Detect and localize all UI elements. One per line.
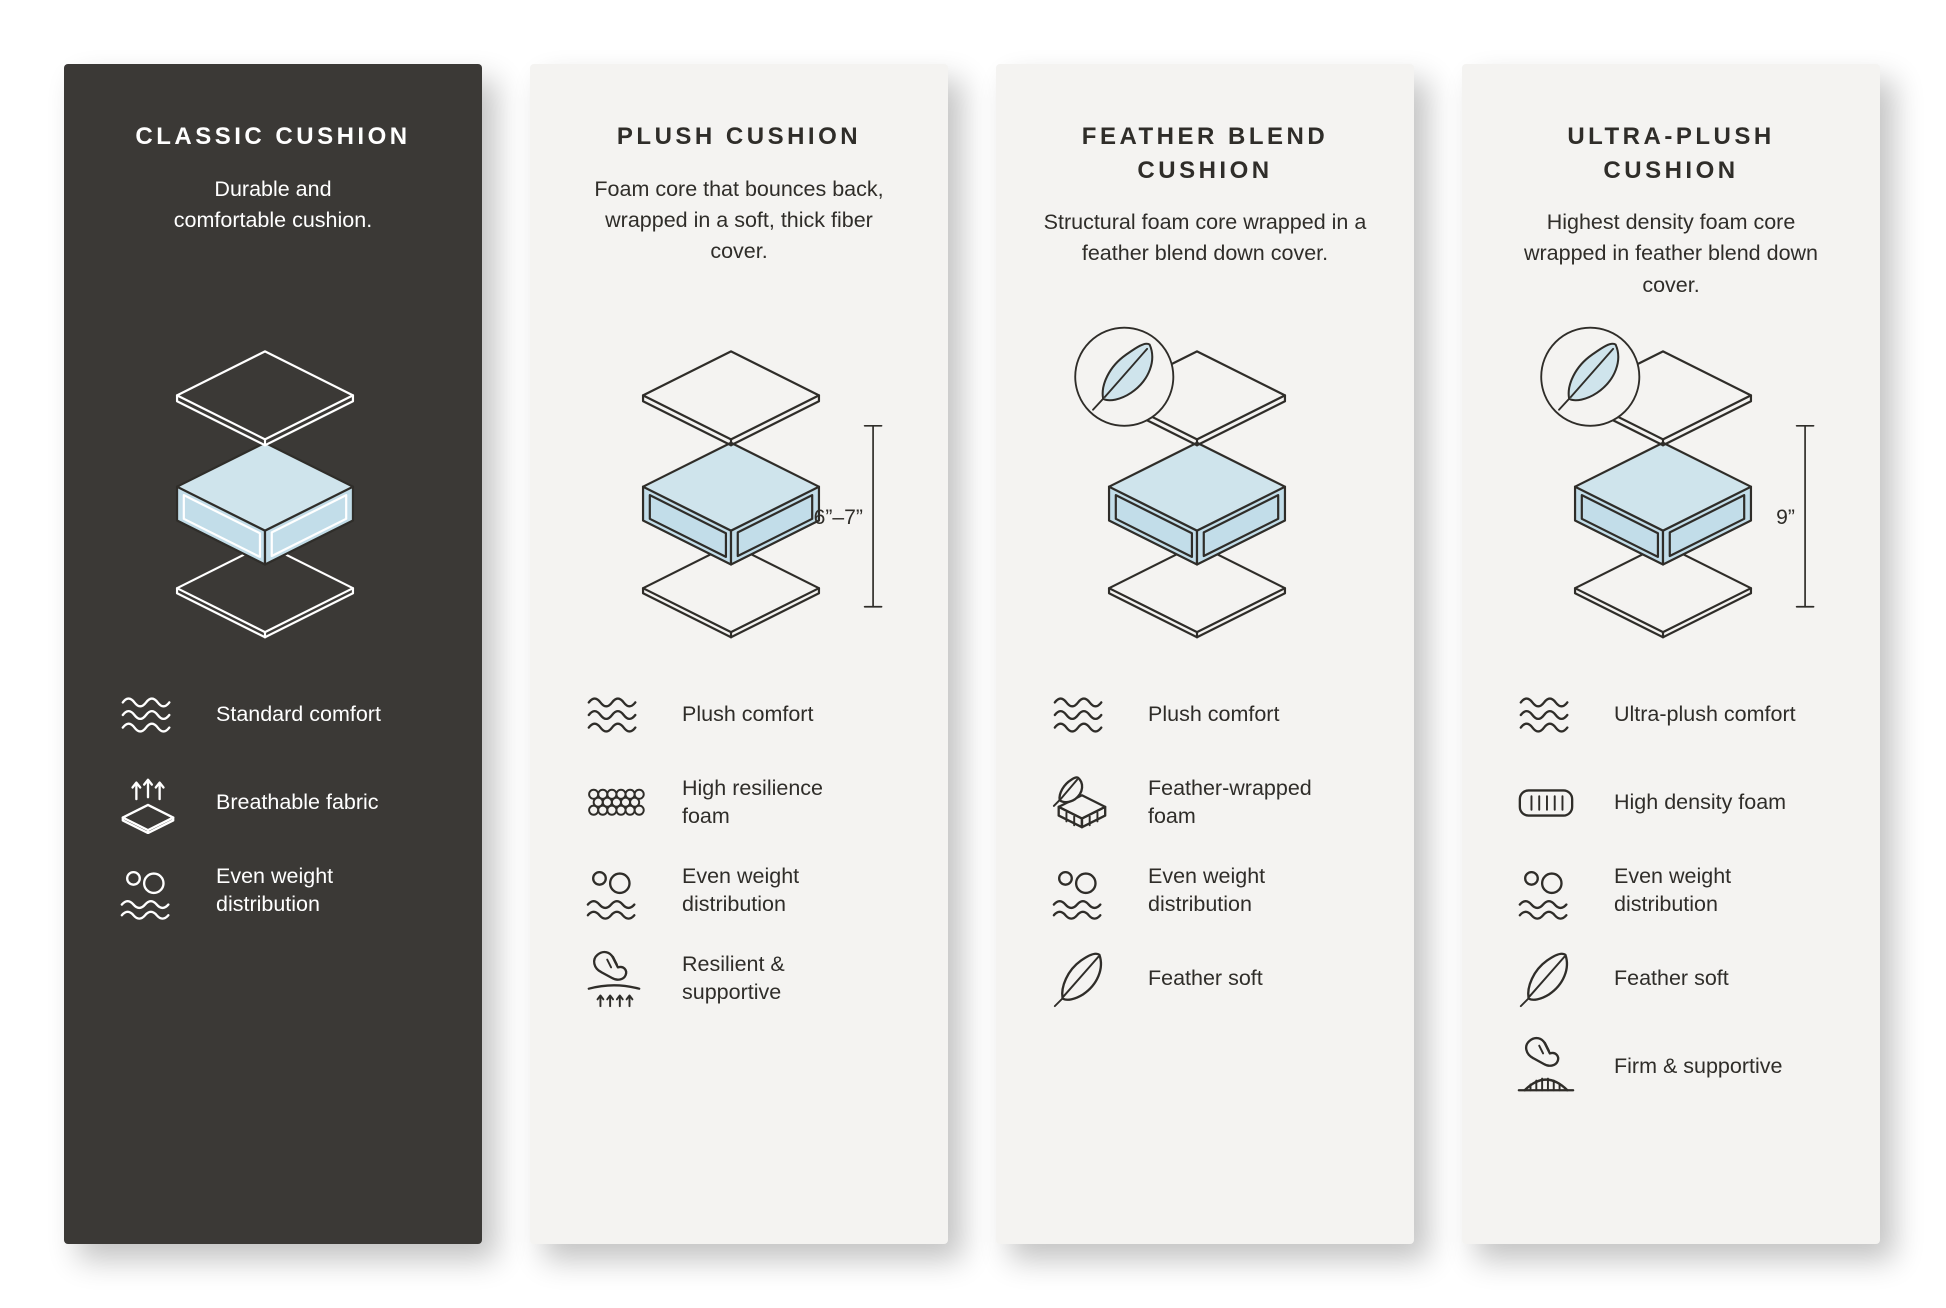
feature-label: High resilience foam: [682, 776, 824, 828]
feature-label: Even weight distribution: [682, 864, 800, 916]
feather-badge-icon: [1073, 326, 1174, 427]
feature-label: Even weight distribution: [1614, 864, 1732, 916]
feature-label: Feather soft: [1614, 966, 1729, 991]
feature-row: Plush comfort: [570, 684, 914, 746]
feature-row: Feather soft: [1502, 948, 1846, 1010]
feature-row: Breathable fabric: [104, 772, 448, 834]
panel-description: Structural foam core wrapped in a feathe…: [1043, 210, 1367, 266]
feature-row: Even weight distribution: [1036, 860, 1380, 922]
panel-description: Foam core that bounces back, wrapped in …: [594, 176, 884, 263]
feature-row: Even weight distribution: [570, 860, 914, 922]
waves-icon: [570, 684, 658, 746]
panel-title: FEATHER BLEND CUSHION: [1081, 123, 1329, 184]
feature-row: Standard comfort: [104, 684, 448, 746]
panel-ultra-plush-cushion: ULTRA-PLUSH CUSHION Highest density foam…: [1462, 64, 1880, 1244]
feather-wrapped-foam-icon: [1036, 772, 1124, 834]
feature-row: Firm & supportive: [1502, 1036, 1846, 1098]
weight-distribution-icon: [1502, 860, 1590, 922]
feature-row: Feather-wrapped foam: [1036, 772, 1380, 834]
feature-list: Ultra-plush comfort High density foam Ev…: [1496, 684, 1846, 1098]
feature-row: High resilience foam: [570, 772, 914, 834]
feature-list: Plush comfort High resilience foam Even …: [564, 684, 914, 1010]
panel-header: CLASSIC CUSHION Durable and comfortable …: [98, 120, 448, 320]
cushion-layers-illustration: 9”: [1496, 320, 1846, 650]
cushion-diagram: [175, 350, 354, 639]
feature-row: Resilient & supportive: [570, 948, 914, 1010]
feature-label: Plush comfort: [1148, 702, 1280, 727]
feature-row: Ultra-plush comfort: [1502, 684, 1846, 746]
weight-distribution-icon: [570, 860, 658, 922]
feature-label: Feather-wrapped foam: [1148, 776, 1312, 828]
cushion-diagram: 6”–7”: [641, 350, 882, 639]
panel-header: PLUSH CUSHION Foam core that bounces bac…: [564, 120, 914, 320]
feature-label: Firm & supportive: [1614, 1054, 1783, 1079]
weight-distribution-icon: [104, 860, 192, 922]
height-measure-label: 6”–7”: [813, 506, 862, 529]
feature-label: Plush comfort: [682, 702, 814, 727]
feature-row: Plush comfort: [1036, 684, 1380, 746]
feature-label: Feather soft: [1148, 966, 1263, 991]
panel-classic-cushion: CLASSIC CUSHION Durable and comfortable …: [64, 64, 482, 1244]
panel-title: PLUSH CUSHION: [616, 123, 862, 150]
panel-title: CLASSIC CUSHION: [135, 123, 411, 150]
height-measure: 6”–7”: [813, 424, 882, 608]
cushion-layers-illustration: 6”–7”: [564, 320, 914, 650]
density-foam-icon: [1502, 772, 1590, 834]
hand-press-arrows-icon: [570, 948, 658, 1010]
waves-icon: [1502, 684, 1590, 746]
feature-row: Even weight distribution: [1502, 860, 1846, 922]
panel-description: Durable and comfortable cushion.: [173, 176, 373, 232]
feature-label: High density foam: [1614, 790, 1787, 815]
feature-row: Even weight distribution: [104, 860, 448, 922]
panel-description: Highest density foam core wrapped in fea…: [1523, 210, 1819, 297]
height-measure-label: 9”: [1776, 506, 1795, 529]
feature-row: High density foam: [1502, 772, 1846, 834]
height-measure: 9”: [1776, 424, 1814, 608]
panel-header: ULTRA-PLUSH CUSHION Highest density foam…: [1496, 120, 1846, 320]
feature-label: Even weight distribution: [1148, 864, 1266, 916]
feature-label: Even weight distribution: [216, 864, 334, 916]
waves-icon: [104, 684, 192, 746]
weight-distribution-icon: [1036, 860, 1124, 922]
waves-icon: [1036, 684, 1124, 746]
feature-label: Resilient & supportive: [682, 952, 785, 1004]
cushion-layers-illustration: [98, 320, 448, 650]
panel-title: ULTRA-PLUSH CUSHION: [1567, 123, 1775, 184]
feature-list: Standard comfort Breathable fabric Even …: [98, 684, 448, 922]
cushion-diagram: 9”: [1539, 326, 1814, 639]
feature-list: Plush comfort Feather-wrapped foam: [1030, 684, 1380, 1010]
feather-icon: [1036, 948, 1124, 1010]
cushion-layers-illustration: [1030, 320, 1380, 650]
feature-label: Breathable fabric: [216, 790, 379, 815]
cushion-diagram: [1073, 326, 1286, 639]
feather-badge-icon: [1539, 326, 1640, 427]
panel-header: FEATHER BLEND CUSHION Structural foam co…: [1030, 120, 1380, 320]
foam-honeycomb-icon: [570, 772, 658, 834]
feather-icon: [1502, 948, 1590, 1010]
feature-row: Feather soft: [1036, 948, 1380, 1010]
panel-feather-blend-cushion: FEATHER BLEND CUSHION Structural foam co…: [996, 64, 1414, 1244]
panel-plush-cushion: PLUSH CUSHION Foam core that bounces bac…: [530, 64, 948, 1244]
hand-press-foam-icon: [1502, 1036, 1590, 1098]
breathable-fabric-icon: [104, 772, 192, 834]
feature-label: Ultra-plush comfort: [1614, 702, 1796, 727]
feature-label: Standard comfort: [216, 702, 381, 727]
